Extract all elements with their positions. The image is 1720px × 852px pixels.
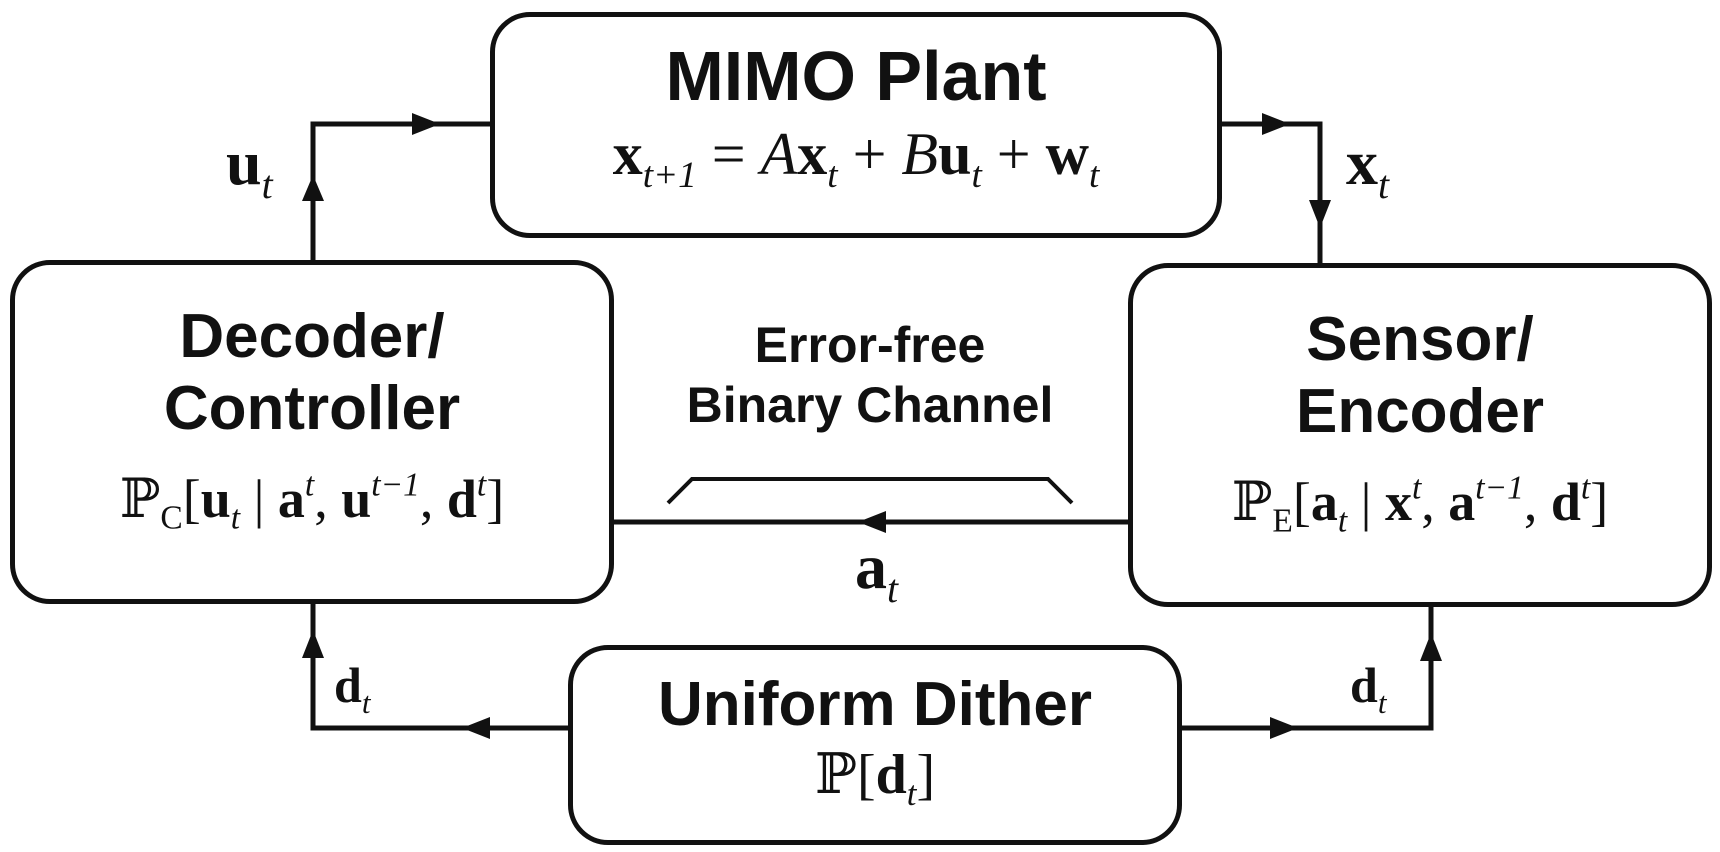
controller-title-line1: Decoder/ (179, 302, 445, 371)
signal-a-label: at (855, 531, 899, 611)
plant-equation: xt+1 = Axt + But + wt (612, 121, 1100, 197)
controller-box: Decoder/ Controller ℙC[ut | at, ut−1, dt… (10, 260, 614, 604)
arrowhead-u (302, 175, 324, 201)
signal-x-label: xt (1346, 127, 1390, 207)
channel-label-line1: Error-free (754, 317, 986, 373)
arrowhead-a-left (858, 511, 886, 533)
arrowhead-x-right (1262, 113, 1290, 135)
plant-box: MIMO Plant xt+1 = Axt + But + wt (490, 12, 1222, 238)
controller-title-line2: Controller (163, 374, 461, 443)
arrowhead-d-right (1270, 717, 1298, 739)
arrowhead-d-left-up (302, 630, 324, 658)
dither-distribution: ℙ[dt] (814, 744, 936, 814)
connector-dither-to-encoder (1180, 605, 1434, 731)
arrowhead-d-left (462, 717, 490, 739)
encoder-title-line2: Encoder (1295, 377, 1545, 446)
encoder-title-line1: Sensor/ (1306, 305, 1534, 374)
channel-label: Error-free Binary Channel (640, 315, 1100, 435)
connector-controller-to-plant (310, 121, 492, 262)
arrowhead-u-right (412, 113, 440, 135)
dither-title: Uniform Dither (658, 670, 1092, 739)
channel-label-line2: Binary Channel (686, 377, 1054, 433)
channel-bracket (666, 477, 1074, 505)
signal-d-left-label: dt (334, 657, 371, 720)
plant-title: MIMO Plant (665, 37, 1047, 115)
arrowhead-d-right-up (1420, 633, 1442, 661)
encoder-distribution: ℙE[at | xt, at−1, dt] (1231, 469, 1609, 540)
controller-distribution: ℙC[ut | at, ut−1, dt] (119, 466, 505, 537)
signal-d-right-label: dt (1350, 657, 1387, 720)
dither-box: Uniform Dither ℙ[dt] (568, 645, 1182, 845)
encoder-box: Sensor/ Encoder ℙE[at | xt, at−1, dt] (1128, 263, 1712, 607)
connector-plant-to-encoder (1220, 121, 1323, 265)
arrowhead-x-down (1309, 200, 1331, 228)
signal-u-label: ut (226, 127, 273, 207)
